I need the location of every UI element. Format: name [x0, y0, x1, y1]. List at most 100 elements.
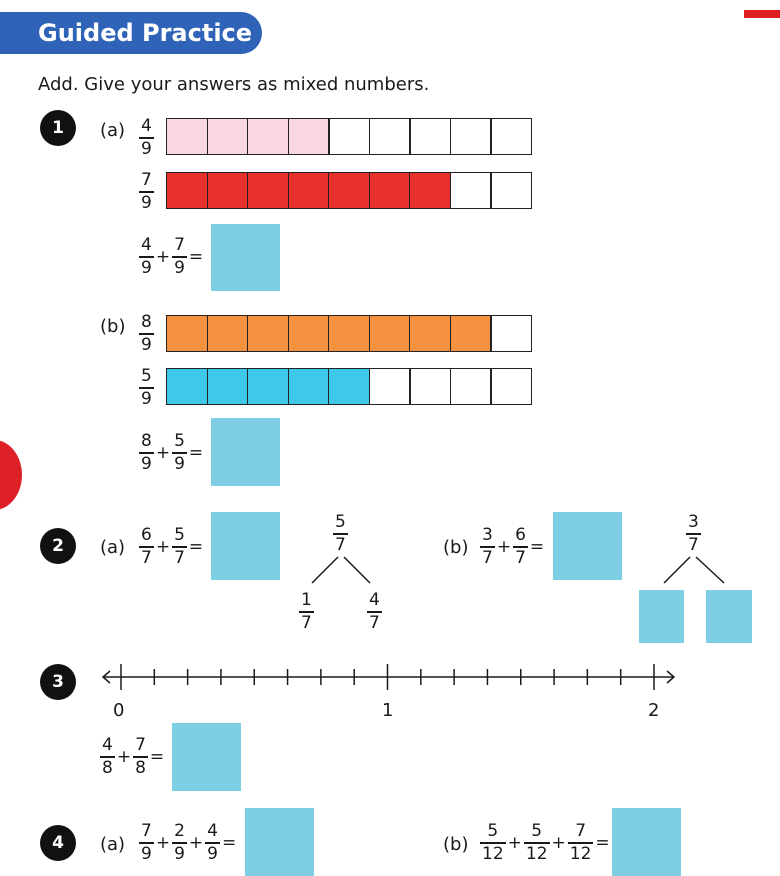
bar-cell-empty [328, 118, 370, 155]
q3-answer-box[interactable] [172, 723, 241, 791]
q2b-answer-box[interactable] [553, 512, 622, 580]
q4a-answer-box[interactable] [245, 808, 314, 876]
bar-cell-filled [409, 172, 451, 209]
q1a-fraction-bar-1 [166, 118, 532, 155]
bar-cell-empty [368, 368, 411, 405]
bar-cell-filled [166, 315, 208, 352]
q2a-label: (a) [100, 537, 126, 558]
left-arrow-icon [101, 670, 111, 684]
q1b-answer-box[interactable] [211, 418, 280, 486]
equals-sign: = [529, 536, 545, 557]
question-4-number: 4 [40, 825, 76, 861]
bar-cell-filled [368, 315, 411, 352]
number-line-label-0: 0 [113, 700, 125, 721]
q4b-answer-box[interactable] [612, 808, 681, 876]
q2b-bond-part-right-box[interactable] [706, 590, 752, 643]
bar-cell-filled [368, 172, 411, 209]
question-3-number: 3 [40, 664, 76, 700]
question-1-number: 1 [40, 110, 76, 146]
bar-cell-empty [368, 118, 411, 155]
bar-cell-filled [287, 315, 330, 352]
page-tab-decoration [0, 440, 22, 510]
q4b-label: (b) [443, 834, 469, 855]
bar-cell-filled [247, 315, 289, 352]
q1b-label: (b) [100, 316, 126, 337]
right-arrow-icon [666, 670, 676, 684]
equals-sign: = [221, 832, 237, 853]
bar-cell-empty [490, 368, 532, 405]
bar-cell-empty [449, 118, 492, 155]
q1a-label: (a) [100, 120, 126, 141]
bar-cell-empty [490, 172, 532, 209]
equals-sign: = [595, 832, 610, 853]
bar-cell-filled [449, 315, 492, 352]
q1a-answer-box[interactable] [211, 224, 280, 291]
bar-cell-empty [490, 315, 532, 352]
bar-cell-filled [206, 315, 249, 352]
plus-sign: + [155, 832, 171, 853]
bar-cell-empty [409, 368, 451, 405]
number-line-label-2: 2 [648, 700, 660, 721]
bar-cell-empty [409, 118, 451, 155]
q2a-bond-lines [311, 556, 371, 584]
bar-cell-filled [328, 368, 370, 405]
bar-cell-filled [409, 315, 451, 352]
plus-sign: + [188, 832, 204, 853]
q1b-fraction-bar-1 [166, 315, 532, 352]
corner-accent [744, 10, 780, 18]
q1a-fraction-bar-2 [166, 172, 532, 209]
section-banner: Guided Practice [0, 12, 262, 54]
plus-sign: + [507, 832, 522, 853]
bar-cell-filled [287, 118, 330, 155]
bar-cell-filled [287, 172, 330, 209]
bar-cell-filled [206, 118, 249, 155]
bar-cell-filled [247, 118, 289, 155]
plus-sign: + [116, 746, 132, 767]
bar-cell-filled [287, 368, 330, 405]
bar-cell-empty [449, 172, 492, 209]
plus-sign: + [155, 536, 171, 557]
section-title: Guided Practice [38, 19, 253, 47]
plus-sign: + [155, 442, 171, 463]
bar-cell-empty [449, 368, 492, 405]
instruction-text: Add. Give your answers as mixed numbers. [38, 74, 430, 95]
bar-cell-filled [166, 118, 208, 155]
equals-sign: = [149, 746, 165, 767]
q2b-bond-lines [663, 556, 725, 584]
q2a-answer-box[interactable] [211, 512, 280, 580]
bar-cell-filled [206, 172, 249, 209]
question-2-number: 2 [40, 528, 76, 564]
bar-cell-filled [247, 368, 289, 405]
number-line-label-1: 1 [382, 700, 394, 721]
q4a-label: (a) [100, 834, 126, 855]
plus-sign: + [496, 536, 512, 557]
q2b-bond-part-left-box[interactable] [639, 590, 684, 643]
plus-sign: + [155, 246, 171, 267]
